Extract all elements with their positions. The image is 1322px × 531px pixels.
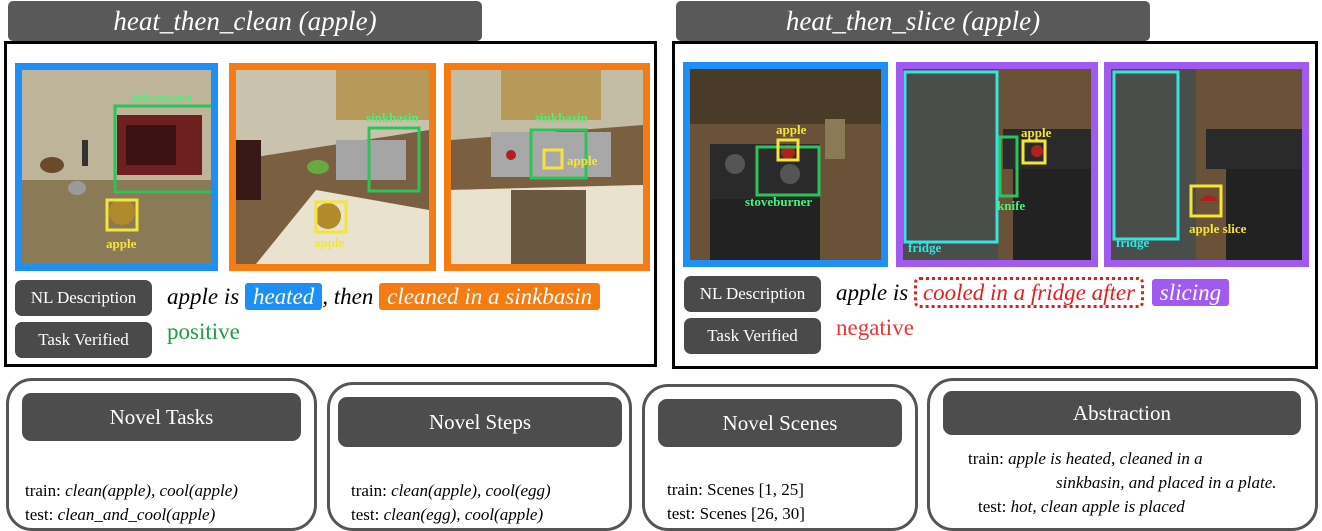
left-nl-description: apple is heated, then cleaned in a sinkb… [167,283,601,310]
microwave-box-label: microwave [132,90,193,105]
desc-mid: , then [322,284,374,309]
cleaned-chip: cleaned in a sinkbasin [379,283,601,310]
sinkbasin-box-label: sinkbasin [535,110,589,125]
left-task-verified-label: Task Verified [15,322,152,358]
novel-tasks-title: Novel Tasks [22,393,301,441]
novel-scenes-title: Novel Scenes [658,399,902,447]
right-verdict-negative: negative [836,315,914,340]
novel-tasks-train: train: clean(apple), cool(apple) [25,481,238,500]
knife-box-label: knife [997,198,1025,213]
left-image-1-microwave: microwave apple [15,63,218,271]
abstraction-box: Abstraction train: apple is heated, clea… [927,378,1318,531]
left-image-2-sinkbasin: sinkbasin apple [229,63,436,271]
apple-box-label: apple [314,235,345,250]
heated-chip: heated [244,283,323,310]
sinkbasin-box-label: sinkbasin [366,110,420,125]
novel-steps-train: train: clean(apple), cool(egg) [351,481,551,500]
apple-box-label: apple [1021,125,1052,140]
abstraction-train-line1: train: apple is heated, cleaned in a [968,449,1203,468]
desc-prefix: apple is [836,280,909,305]
fridge-box-label: fridge [1116,235,1149,250]
abstraction-title: Abstraction [943,391,1301,435]
slicing-chip: slicing [1151,279,1230,306]
right-image-3-fridge-slice: fridge apple slice [1104,62,1309,267]
abstraction-test: test: hot, clean apple is placed [978,497,1185,516]
novel-steps-test: test: clean(egg), cool(apple) [351,505,544,524]
novel-steps-box: Novel Steps train: clean(apple), cool(eg… [327,382,632,531]
novel-tasks-box: Novel Tasks train: clean(apple), cool(ap… [6,378,317,531]
apple-slice-box-label: apple slice [1189,221,1247,236]
novel-scenes-box: Novel Scenes train: Scenes [1, 25] test:… [642,384,918,531]
novel-scenes-train: train: Scenes [1, 25] [667,480,804,499]
desc-prefix: apple is [167,284,240,309]
novel-steps-title: Novel Steps [338,397,622,447]
left-nl-description-label: NL Description [15,280,152,316]
apple-box-label: apple [776,122,807,137]
novel-tasks-test: test: clean_and_cool(apple) [25,505,216,524]
right-nl-description: apple is cooled in a fridge after slicin… [836,277,1230,308]
novel-scenes-test: test: Scenes [26, 30] [667,504,805,523]
left-image-3-sinkbasin-close: sinkbasin apple [444,63,650,271]
right-image-2-fridge: fridge knife apple [896,62,1098,267]
cooled-in-fridge-chip: cooled in a fridge after [913,277,1145,308]
fridge-box-label: fridge [908,240,941,255]
left-panel-title: heat_then_clean (apple) [8,1,482,41]
apple-box-label: apple [106,236,137,251]
right-nl-description-label: NL Description [684,276,821,312]
right-image-1-stoveburner: stoveburner apple [683,62,888,267]
stoveburner-box-label: stoveburner [745,194,812,209]
left-verdict-positive: positive [167,319,240,344]
right-panel-title: heat_then_slice (apple) [676,1,1150,41]
abstraction-train-line2: sinkbasin, and placed in a plate. [1056,473,1277,492]
right-task-verified-label: Task Verified [684,318,821,354]
apple-box-label: apple [567,153,598,168]
